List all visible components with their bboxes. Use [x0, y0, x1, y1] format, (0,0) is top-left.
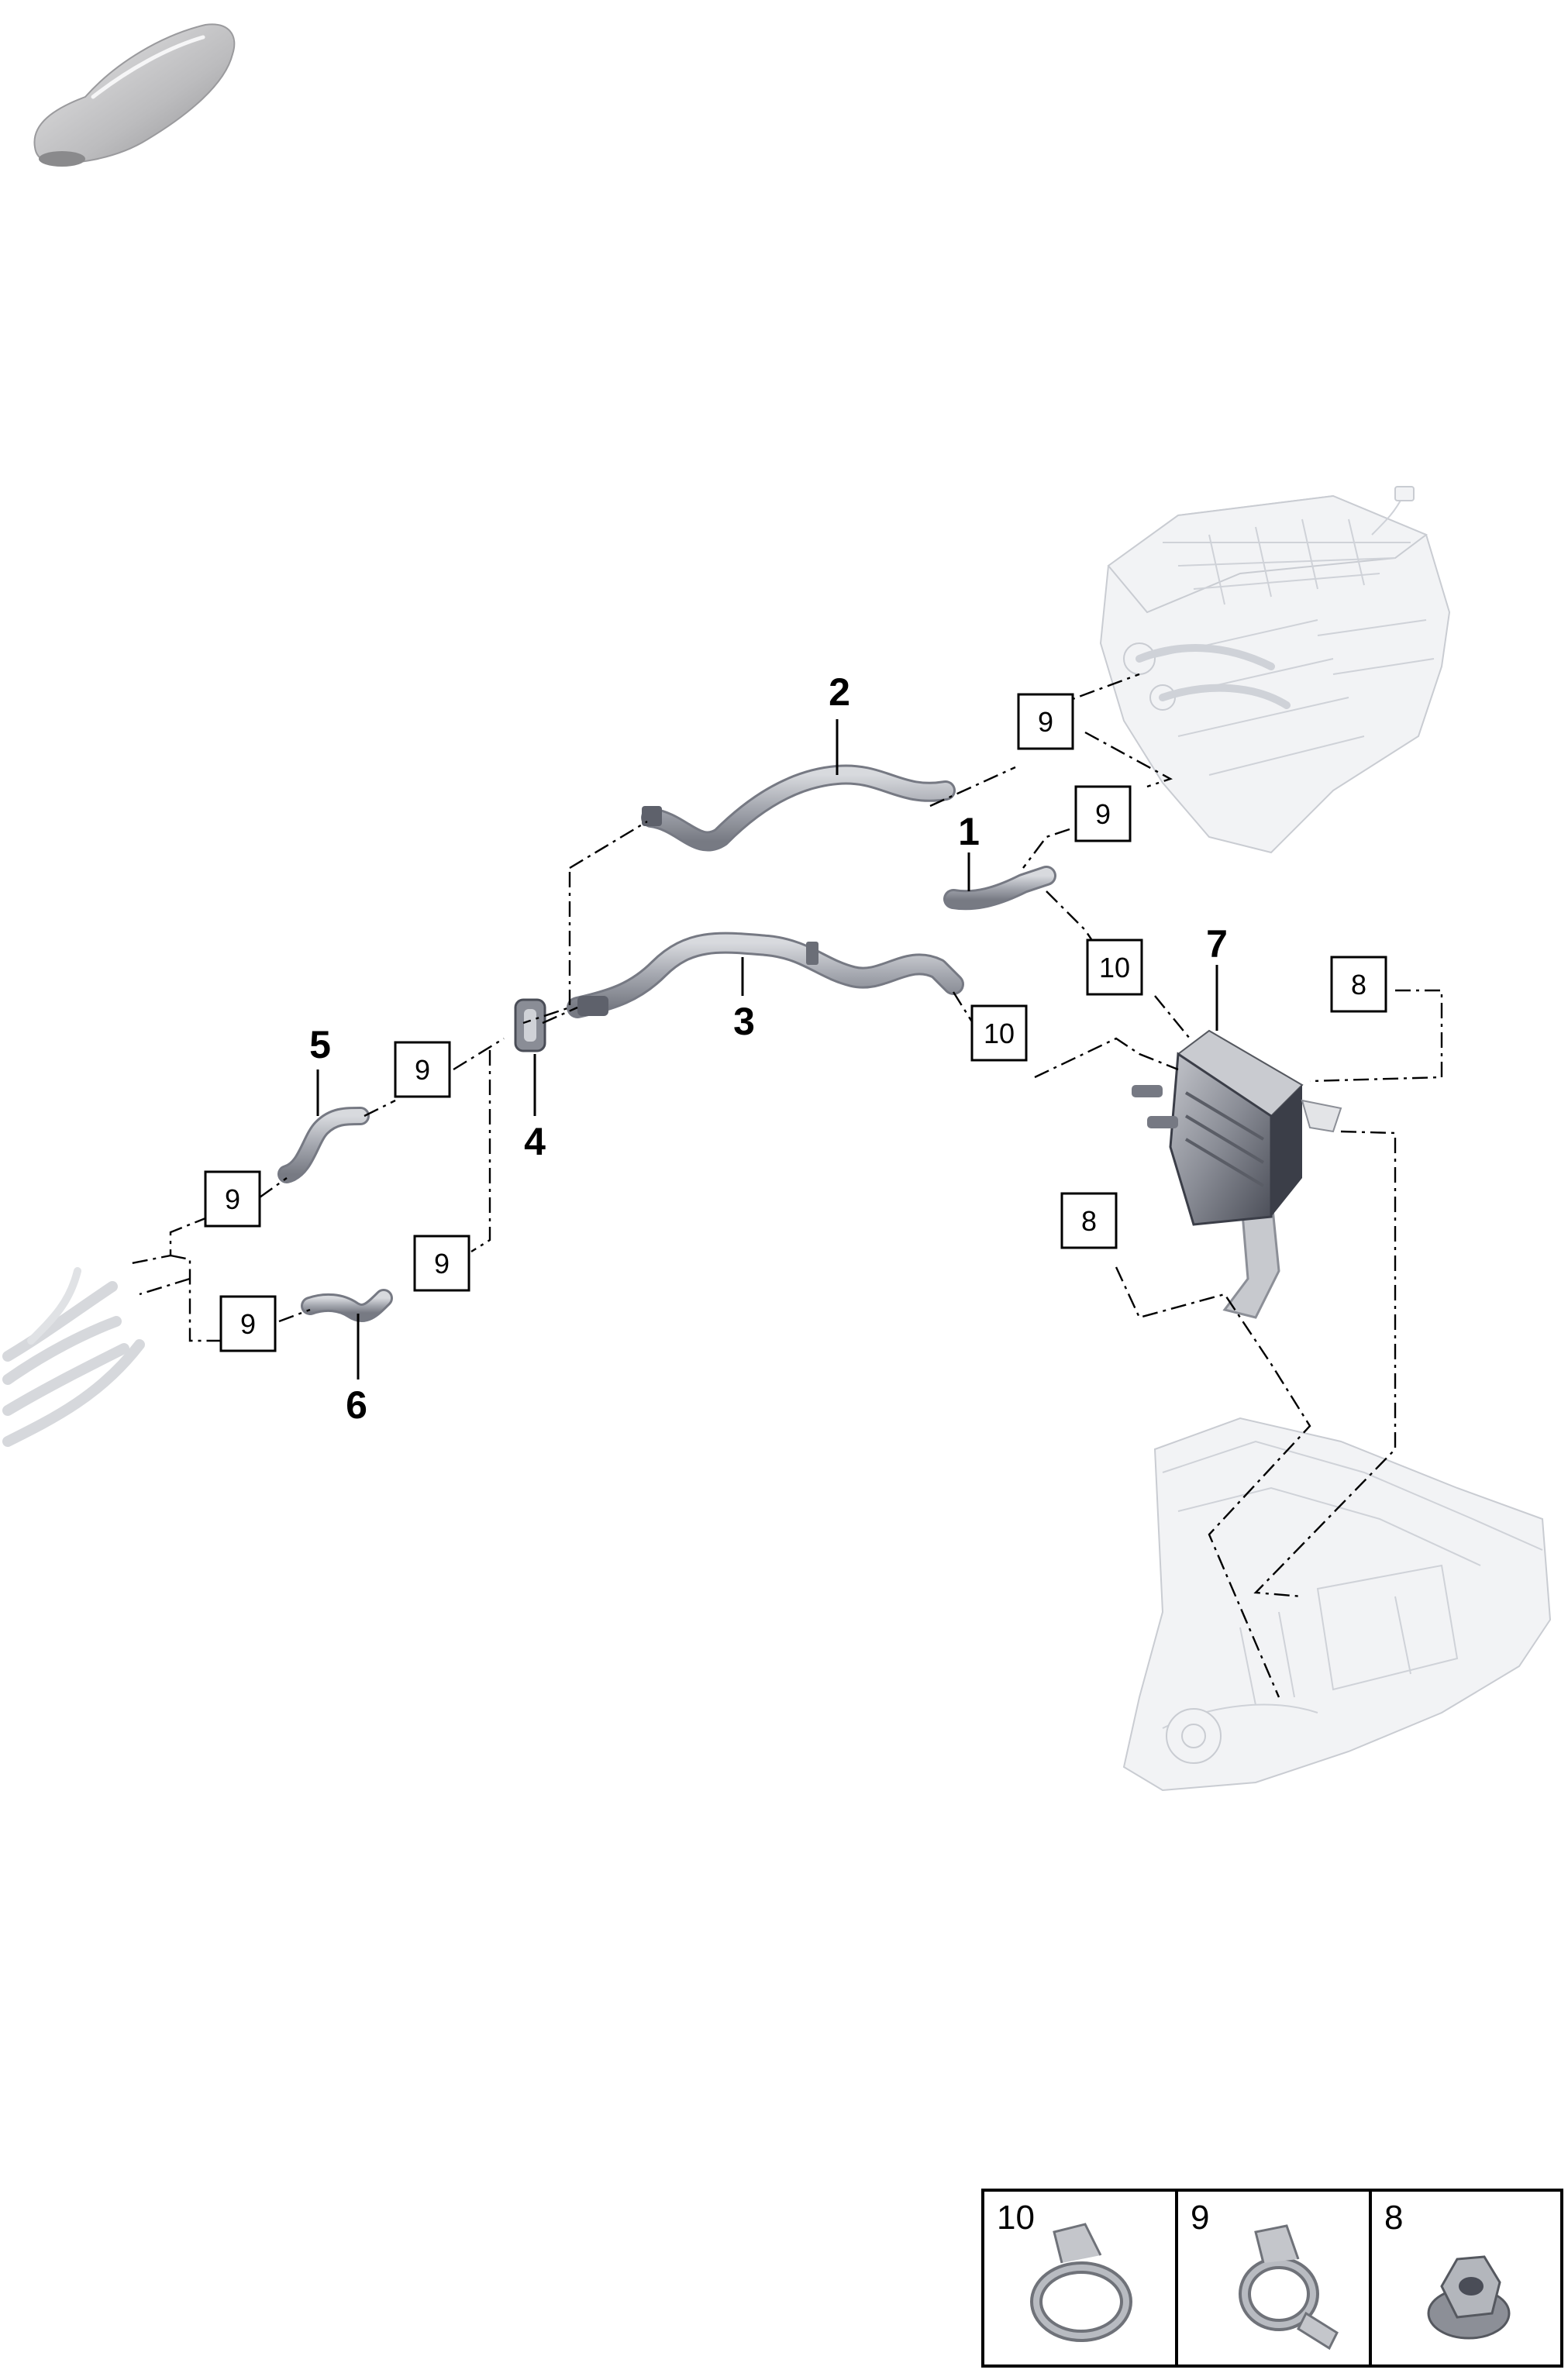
ref-box-clamp-9: 9: [1017, 693, 1074, 750]
svg-text:9: 9: [240, 1308, 256, 1340]
coolant-hose-part-5: [277, 1107, 370, 1183]
ref-box-clamp-9: 9: [1074, 785, 1132, 842]
svg-text:9: 9: [1191, 2199, 1209, 2237]
callout-part-2: 2: [829, 670, 850, 714]
hvac-unit-assembly: [1099, 486, 1451, 854]
svg-text:10: 10: [1099, 952, 1130, 983]
ref-box-clamp-9: 9: [394, 1041, 451, 1098]
high-voltage-heater-part-7: [1132, 1029, 1342, 1319]
vehicle-body-section: [1122, 1417, 1552, 1792]
callout-part-7: 7: [1206, 922, 1228, 966]
ref-box-clamp-9: 9: [204, 1170, 261, 1228]
legend-cell-clamp-10: 10: [997, 2199, 1132, 2342]
engine-side-pipes: [2, 1267, 145, 1447]
ref-box-clamp-9: 9: [413, 1235, 470, 1292]
legend-cell-clamp-9: 9: [1191, 2199, 1339, 2351]
coolant-hose-part-3: [567, 932, 964, 1018]
svg-text:8: 8: [1384, 2199, 1403, 2237]
svg-text:9: 9: [415, 1054, 430, 1086]
svg-text:10: 10: [997, 2199, 1035, 2237]
coolant-hose-part-2: [641, 764, 956, 852]
svg-text:9: 9: [225, 1183, 240, 1215]
vehicle-thumbnail-icon: [33, 23, 236, 167]
coolant-hose-part-6: [301, 1289, 393, 1322]
svg-text:9: 9: [1095, 798, 1111, 830]
flange-nut-icon: [1427, 2255, 1511, 2340]
grommet-part-4: [514, 998, 546, 1052]
svg-text:10: 10: [984, 1018, 1015, 1049]
callout-part-3: 3: [733, 1000, 755, 1043]
leader-lines: [316, 719, 1218, 1379]
svg-text:8: 8: [1351, 969, 1366, 1001]
ref-box-nut-8: 8: [1330, 956, 1387, 1013]
reference-boxes: 9 9 10 10 8 8 9 9: [204, 693, 1387, 1352]
callout-part-6: 6: [346, 1383, 367, 1427]
svg-text:9: 9: [1038, 706, 1053, 738]
ref-box-clamp-10: 10: [1086, 939, 1143, 996]
callout-part-5: 5: [309, 1023, 331, 1066]
legend-cell-nut-8: 8: [1384, 2199, 1511, 2340]
svg-text:9: 9: [434, 1248, 450, 1280]
ref-box-clamp-9: 9: [219, 1295, 277, 1352]
coolant-hose-part-1: [943, 866, 1056, 911]
svg-text:8: 8: [1081, 1205, 1097, 1237]
hose-clamp-large-icon: [1030, 2223, 1132, 2342]
callout-part-1: 1: [958, 810, 980, 853]
ref-box-clamp-10: 10: [970, 1004, 1028, 1062]
hose-clamp-small-icon: [1239, 2224, 1339, 2351]
callout-part-4: 4: [524, 1120, 546, 1163]
ref-box-nut-8: 8: [1060, 1192, 1118, 1249]
fastener-legend: 10 9 8: [981, 2189, 1563, 2368]
part-callouts: 1 2 3 4 5 6 7: [309, 670, 1228, 1427]
